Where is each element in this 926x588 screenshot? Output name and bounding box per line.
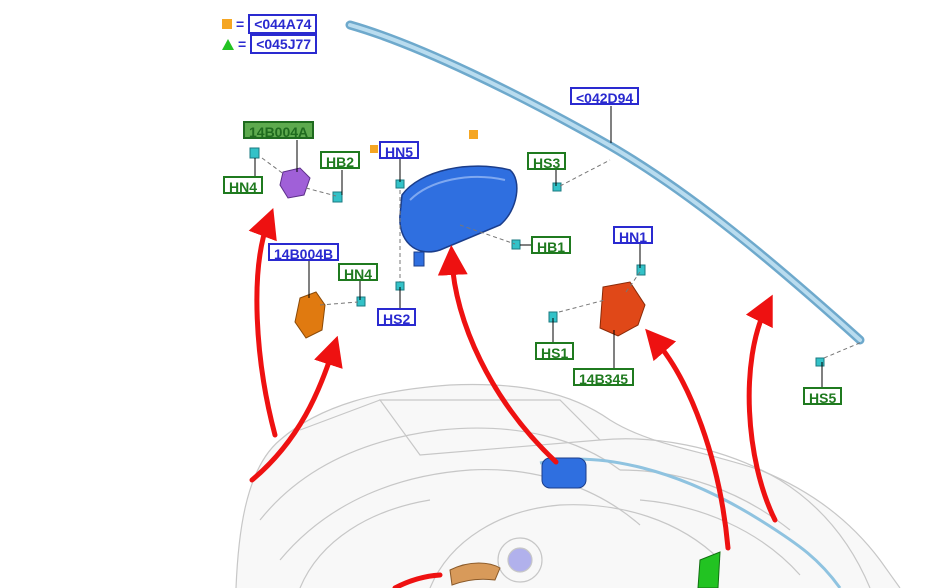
- callout-hn4-mid[interactable]: HN4: [338, 263, 379, 282]
- part-marker-square-icon: [370, 145, 378, 153]
- callout-hs1[interactable]: HS1: [535, 342, 575, 361]
- callout-14b004a[interactable]: 14B004A: [243, 121, 315, 140]
- callout-hb2[interactable]: HB2: [320, 151, 361, 170]
- impact-sensor-a: [279, 167, 311, 199]
- legend-code[interactable]: <045J77: [250, 34, 318, 54]
- legend-row-triangle: = <045J77: [222, 34, 318, 54]
- callout-14b345[interactable]: 14B345: [573, 368, 635, 387]
- arrow-passenger-airbag: [437, 245, 559, 465]
- restraint-control-module: [599, 281, 646, 337]
- part-marker-square-icon: [469, 130, 478, 139]
- seat-belt-part: [697, 551, 721, 588]
- arrow-bottom: [392, 572, 443, 588]
- callout-hs3[interactable]: HS3: [527, 152, 567, 171]
- callout-hn4-top[interactable]: HN4: [223, 176, 264, 195]
- callout-14b004b[interactable]: 14B004B: [268, 243, 340, 262]
- legend-equals: =: [238, 36, 247, 52]
- callout-hs5[interactable]: HS5: [803, 387, 843, 406]
- callout-042d94[interactable]: <042D94: [570, 87, 640, 106]
- legend-code[interactable]: <044A74: [248, 14, 318, 34]
- arrow-sensor-b: [249, 335, 343, 483]
- steering-column-part: [449, 562, 501, 586]
- arrow-control-module: [645, 328, 731, 551]
- square-icon: [222, 19, 232, 29]
- callout-hn1[interactable]: HN1: [613, 226, 654, 245]
- arrow-curtain-airbag: [745, 294, 778, 523]
- leader-lines: [254, 106, 823, 387]
- triangle-icon: [222, 38, 234, 50]
- legend-row-square: = <044A74: [222, 14, 318, 34]
- arrow-sensor-a: [248, 207, 278, 438]
- passenger-airbag-module: [399, 165, 587, 489]
- callout-hs2[interactable]: HS2: [377, 308, 417, 327]
- curtain-airbag: [345, 20, 865, 588]
- dash-lines: [261, 157, 863, 359]
- callout-hb1[interactable]: HB1: [531, 236, 572, 255]
- legend-equals: =: [236, 16, 245, 32]
- location-arrows: [248, 207, 778, 588]
- callout-hn5[interactable]: HN5: [379, 141, 420, 160]
- passenger-airbag-installed: [541, 457, 587, 489]
- impact-sensor-b: [294, 291, 326, 339]
